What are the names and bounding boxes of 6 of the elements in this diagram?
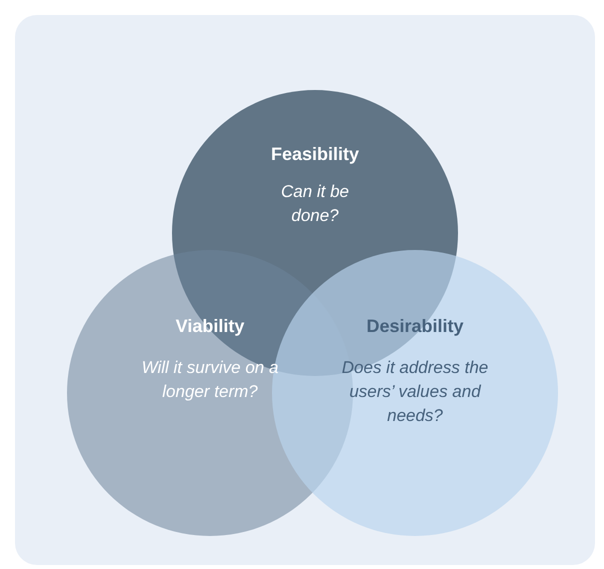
circle-question: Can it be done? xyxy=(280,181,350,227)
circle-heading: Feasibility xyxy=(270,144,360,165)
circle-heading: Desirability xyxy=(365,316,465,337)
circle-heading: Viability xyxy=(174,316,246,337)
circle-question: Will it survive on a longer term? xyxy=(140,357,280,403)
circle-question: Does it address the users’ values and needs? xyxy=(340,357,490,427)
